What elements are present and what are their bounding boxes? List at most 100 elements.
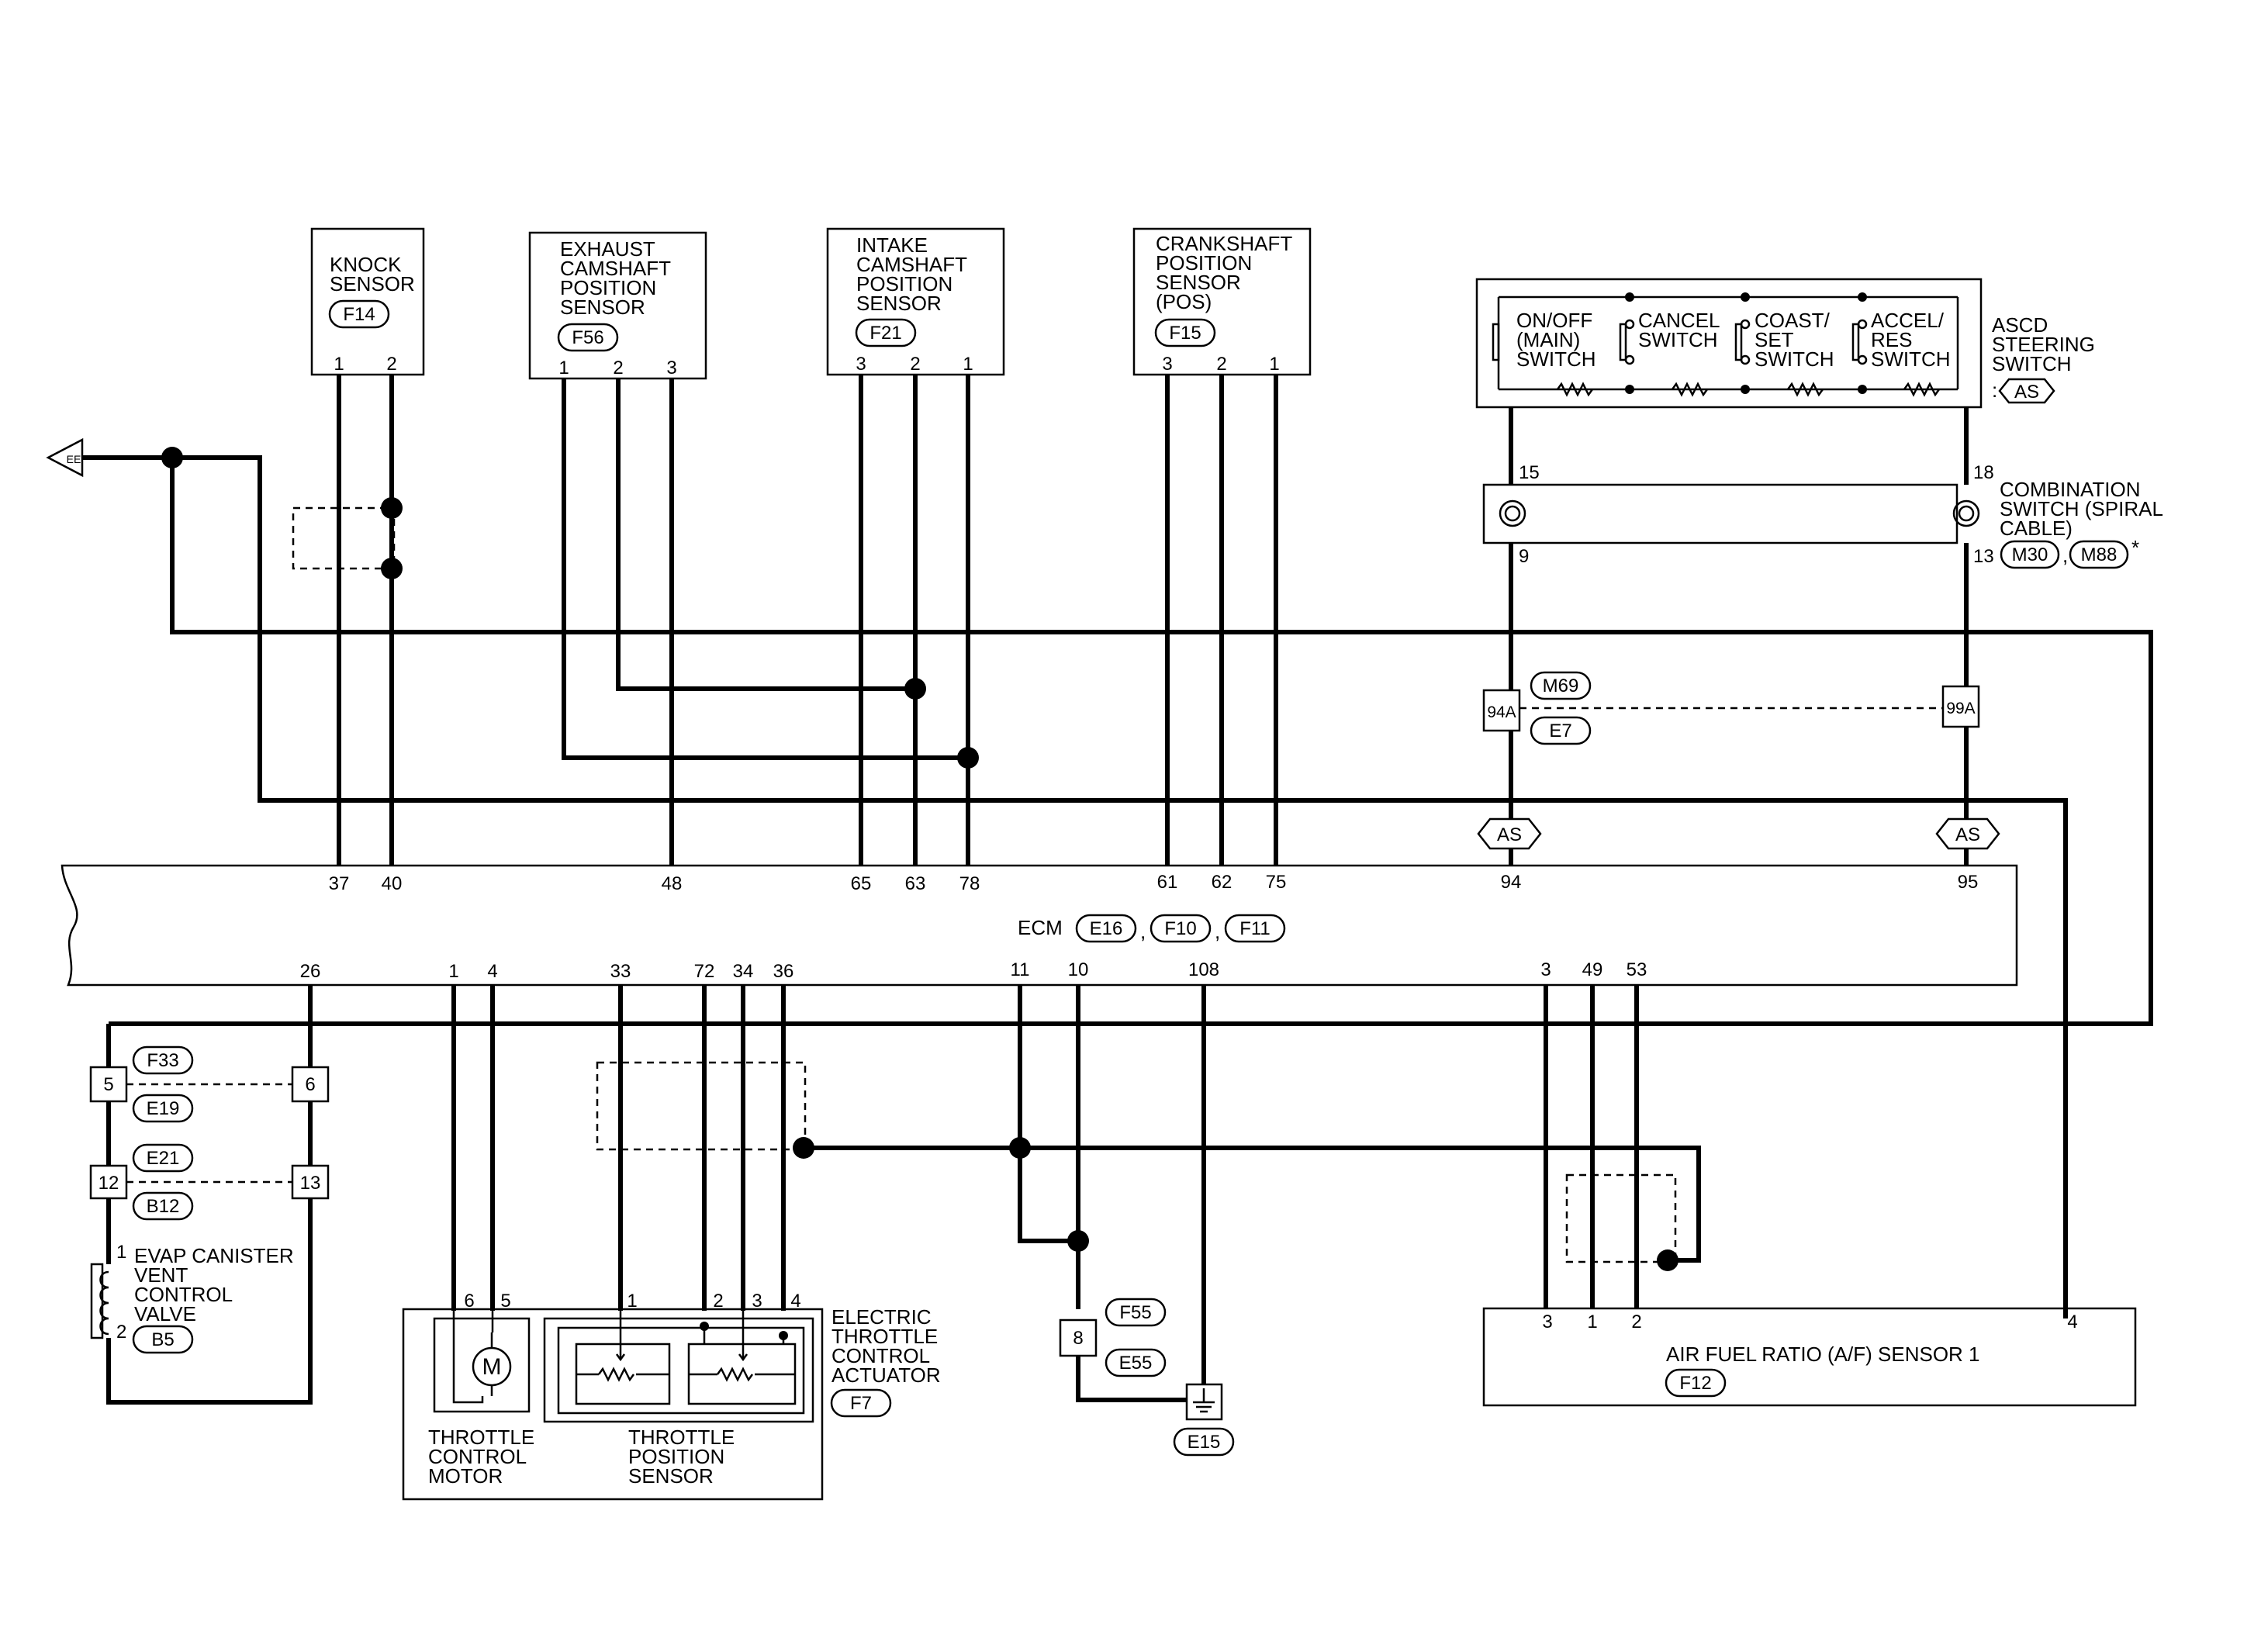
resistor-icon (1786, 382, 1824, 397)
ascd-switch-contacts (1492, 319, 1868, 365)
knock-sensor-connector-pill (328, 299, 390, 329)
throttle-sensor-label-2: POSITION (628, 1445, 724, 1468)
crank-label-2: POSITION (1156, 251, 1252, 275)
ecm-connector-pill (1224, 914, 1286, 943)
intake-cam-connector: F21 (869, 323, 901, 344)
ascd-bus-dots (1625, 292, 1867, 394)
throttle-pin-6: 6 (464, 1291, 474, 1312)
ecm-pin: 63 (905, 873, 926, 894)
exhaust-pin-1: 1 (558, 358, 569, 378)
knock-sensor-box (310, 227, 425, 376)
ecm-connector-3: F11 (1239, 918, 1271, 939)
jc-99a: 99A (1946, 700, 1975, 717)
exhaust-cam-label-2: CAMSHAFT (560, 257, 671, 280)
ground-jc-bottom: E55 (1119, 1353, 1153, 1374)
jc-99a-box (1941, 685, 1980, 728)
throttle-pin-3: 3 (752, 1291, 762, 1312)
crank-connector: F15 (1169, 323, 1201, 344)
motor-symbol: M (482, 1354, 502, 1380)
ascd-switch-box (1475, 278, 1983, 409)
ascd-label-3: SWITCH (1992, 352, 2072, 375)
jc-94a: 94A (1487, 703, 1516, 721)
ascd-sw3-label-2: SET (1755, 328, 1794, 351)
ecm-pin: 62 (1212, 872, 1232, 893)
throttle-motor-label-3: MOTOR (428, 1464, 503, 1488)
intake-pin-2: 2 (910, 354, 920, 375)
knock-shield (292, 506, 396, 570)
combo-pin-18: 18 (1973, 462, 1994, 483)
ecm-pin: 34 (733, 961, 754, 982)
ground-box (1185, 1383, 1223, 1421)
throttle-connector: F7 (850, 1393, 872, 1414)
combo-pin-13: 13 (1973, 546, 1994, 567)
intake-pin-1: 1 (963, 354, 973, 375)
crank-pin-1: 1 (1269, 354, 1279, 375)
knock-sensor-label-1: KNOCK (330, 253, 402, 276)
af-sensor-label: AIR FUEL RATIO (A/F) SENSOR 1 (1666, 1343, 1980, 1366)
ecm-pin: 26 (300, 961, 321, 982)
evap-jc1-right-pin: 6 (305, 1074, 315, 1095)
combo-note-mark: * (2131, 536, 2139, 559)
af-connector: F12 (1679, 1373, 1711, 1394)
knock-sensor-connector: F14 (343, 304, 375, 325)
af-pin-2: 2 (1631, 1312, 1641, 1332)
ground-jc-top-pill (1105, 1298, 1167, 1327)
ascd-sw1-label-1: ON/OFF (1516, 309, 1592, 332)
throttle-motor-label-1: THROTTLE (428, 1426, 534, 1449)
ascd-label-2: STEERING (1992, 333, 2095, 356)
combo-connector-pill (2069, 540, 2129, 569)
evap-jc1-top-pill (132, 1045, 194, 1075)
ground-connector: E15 (1188, 1432, 1221, 1453)
combination-switch-box (1482, 483, 1958, 544)
ecm-pin: 65 (851, 873, 872, 894)
ecm-pin: 75 (1266, 872, 1287, 893)
ascd-sw3-label-1: COAST/ (1755, 309, 1831, 332)
ground-jc-top: F55 (1119, 1302, 1151, 1323)
spiral-icon (1952, 499, 1980, 527)
evap-pin-2: 2 (116, 1322, 126, 1343)
combo-label-1: COMBINATION (2000, 478, 2141, 501)
throttle-pin-5: 5 (500, 1291, 510, 1312)
throttle-connector-pill (830, 1388, 892, 1418)
jc-bottom-pill (1530, 716, 1592, 745)
ecm-pin: 108 (1188, 959, 1219, 980)
solenoid-coil-icon (99, 1270, 109, 1336)
wires-top (82, 375, 2153, 1318)
evap-label-1: EVAP CANISTER (134, 1244, 294, 1267)
knock-pin-2: 2 (386, 354, 396, 375)
as-tag-94-label: AS (1497, 824, 1522, 845)
ecm-pin: 78 (959, 873, 980, 894)
evap-jc1-bottom-pill (132, 1094, 194, 1123)
ground-jc-box (1059, 1318, 1098, 1357)
ecm-pin: 48 (662, 873, 683, 894)
throttle-label-3: CONTROL (831, 1344, 930, 1367)
throttle-sensor-label-3: SENSOR (628, 1464, 714, 1488)
evap-jc1-bottom: E19 (147, 1098, 180, 1119)
evap-jc2-bottom: B12 (147, 1196, 180, 1217)
ecm-pin: 94 (1501, 872, 1522, 893)
spiral-icon (1499, 499, 1526, 527)
evap-label-4: VALVE (134, 1302, 196, 1325)
evap-jc2-top-pill (132, 1143, 194, 1173)
resistor-icon (1556, 382, 1594, 397)
crank-connector-pill (1154, 318, 1216, 347)
throttle-pin-2: 2 (713, 1291, 723, 1312)
combo-connector-1: M30 (2012, 544, 2048, 565)
ecm-connector-sep: , (1215, 920, 1220, 943)
knock-sensor-label-2: SENSOR (330, 272, 415, 295)
throttle-pin-1: 1 (627, 1291, 637, 1312)
as-tag-94 (1477, 817, 1542, 850)
ascd-connector-hex (1998, 378, 2055, 404)
throttle-label-4: ACTUATOR (831, 1363, 941, 1387)
ecm-pin: 4 (487, 961, 497, 982)
ecm-pin: 95 (1958, 872, 1979, 893)
as-tag-95-label: AS (1955, 824, 1980, 845)
ascd-connector-prefix: : (1992, 378, 1997, 402)
ascd-sw4-label-3: SWITCH (1871, 347, 1951, 371)
intake-cam-label-3: POSITION (856, 272, 952, 295)
exhaust-pin-2: 2 (613, 358, 623, 378)
as-tag-95 (1935, 817, 2000, 850)
af-pin-1: 1 (1587, 1312, 1597, 1332)
throttle-label-2: THROTTLE (831, 1325, 938, 1348)
ground-icon (1193, 1388, 1215, 1413)
